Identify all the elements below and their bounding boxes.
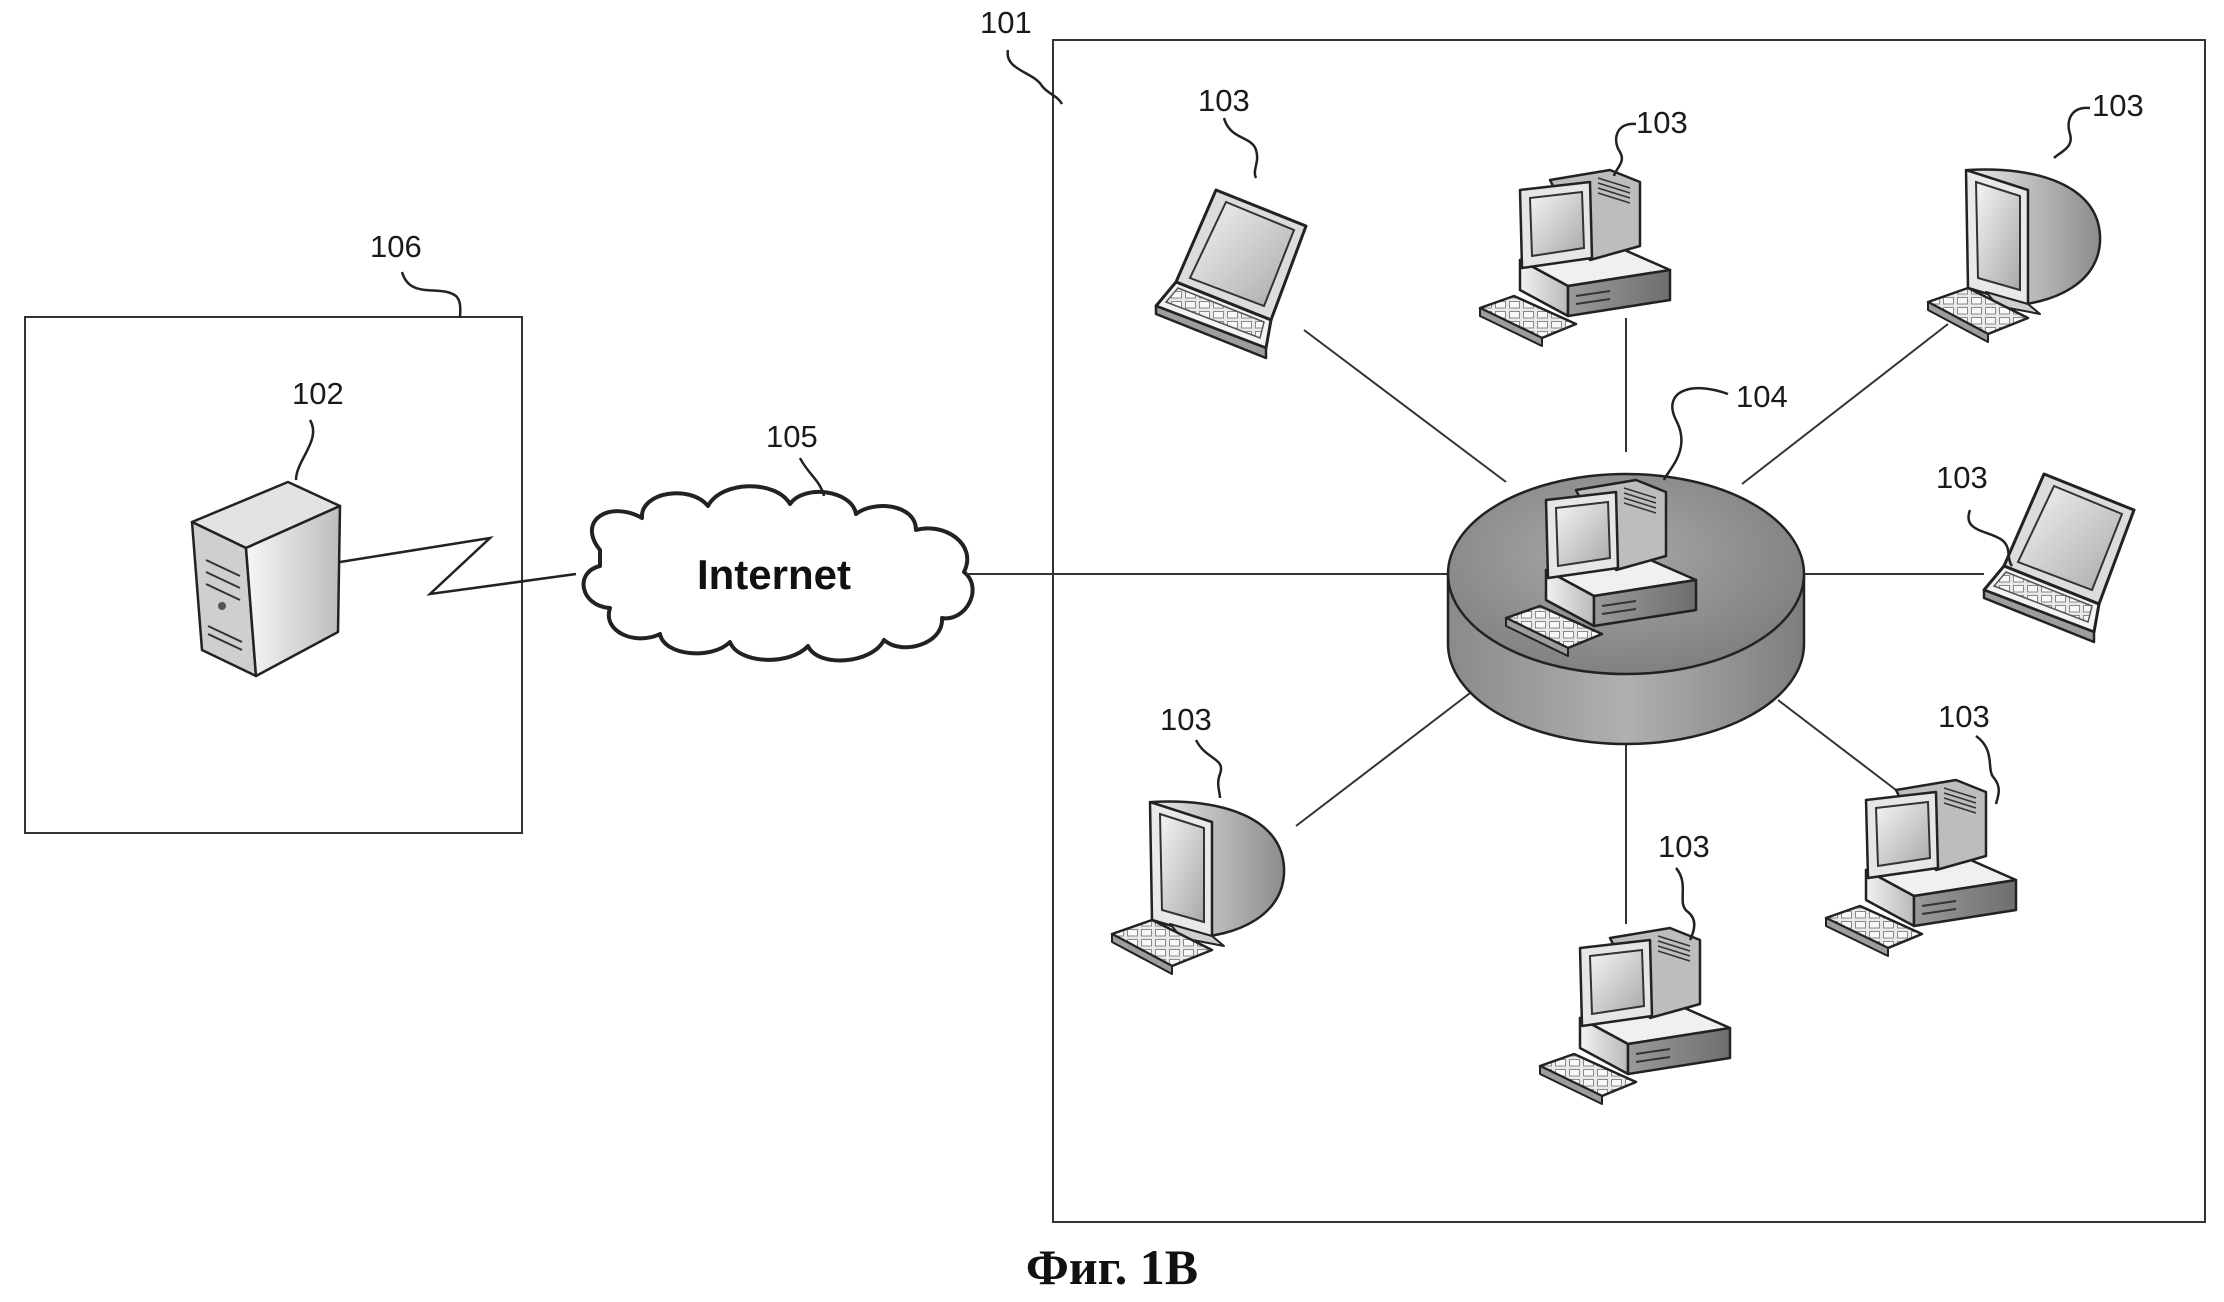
label-103-top-left: 103 — [1198, 83, 1250, 118]
label-leader-104 — [1662, 386, 1729, 481]
label-leader-105 — [798, 457, 826, 497]
client-crt-bottom-left — [1110, 800, 1286, 976]
server-tower — [190, 480, 342, 678]
label-leader-103-bottom-left — [1194, 739, 1223, 799]
label-leader-101 — [1006, 49, 1064, 105]
label-103-bottom-right: 103 — [1938, 699, 1990, 734]
label-103-top-right: 103 — [2092, 88, 2144, 123]
label-leader-103-top — [1612, 122, 1637, 177]
label-leader-106 — [400, 271, 462, 319]
client-desktop-bottom — [1538, 926, 1732, 1106]
internet-cloud: Internet — [581, 484, 975, 663]
label-105: 105 — [766, 419, 818, 454]
client-desktop-bottom-right — [1824, 778, 2018, 958]
label-104: 104 — [1736, 379, 1788, 414]
label-102: 102 — [292, 376, 344, 411]
label-leader-103-bottom-right — [1975, 734, 2000, 805]
label-103-top: 103 — [1636, 105, 1688, 140]
label-leader-102 — [294, 419, 315, 481]
wireless-link — [339, 536, 577, 596]
client-desktop-top — [1478, 168, 1672, 348]
figure-caption: Фиг. 1B — [1025, 1239, 1199, 1295]
client-laptop-right — [1982, 472, 2136, 644]
label-leader-103-top-right — [2053, 106, 2091, 159]
label-leader-103-top-left — [1222, 117, 1259, 179]
label-103-right: 103 — [1936, 460, 1988, 495]
label-103-bottom: 103 — [1658, 829, 1710, 864]
label-106: 106 — [370, 229, 422, 264]
lan-links — [1295, 318, 1984, 924]
label-103-bottom-left: 103 — [1160, 702, 1212, 737]
internet-label: Internet — [697, 551, 851, 598]
lan-frame — [1052, 39, 2206, 1223]
server-zone-frame — [24, 316, 523, 834]
lan-switch — [1446, 472, 1806, 746]
label-leader-103-right — [1967, 509, 2014, 567]
client-crt-top-right — [1926, 168, 2102, 344]
label-101: 101 — [980, 5, 1032, 40]
label-leader-103-bottom — [1674, 867, 1696, 941]
client-laptop-top-left — [1154, 188, 1308, 360]
